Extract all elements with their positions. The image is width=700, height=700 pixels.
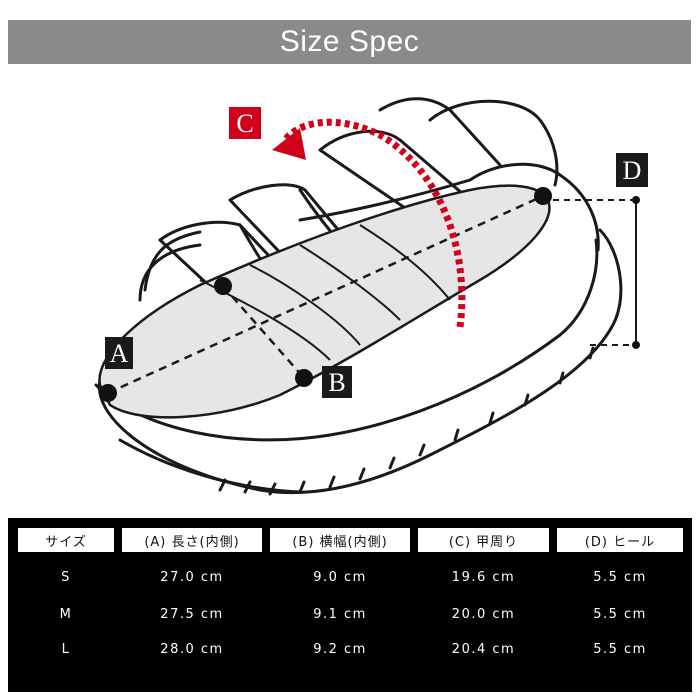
table-cell: S: [61, 570, 71, 585]
table-cell: 28.0 cm: [160, 642, 224, 657]
table-cell: 20.0 cm: [451, 607, 516, 622]
label-a: A: [110, 339, 129, 368]
label-b-box: B: [322, 366, 352, 398]
header-instep: (C) 甲周り: [418, 528, 549, 552]
table-cell: 5.5 cm: [593, 570, 647, 585]
label-c-box: C: [229, 107, 261, 139]
table-cell: 9.0 cm: [313, 570, 367, 585]
sandal-diagram: A B C D: [94, 97, 648, 496]
table-cell: 27.5 cm: [160, 607, 224, 622]
point-a-end: [534, 187, 552, 205]
header-width: (B) 横幅(内側): [270, 528, 410, 552]
page-title: Size Spec: [279, 25, 420, 58]
measure-b-line: [222, 285, 305, 379]
table-cell: 9.1 cm: [313, 607, 367, 622]
header-size: サイズ: [18, 528, 114, 552]
table-cell: 20.4 cm: [451, 642, 516, 657]
header-heel: (D) ヒール: [557, 528, 683, 552]
label-b: B: [328, 368, 345, 397]
header-length: (A) 長さ(内側): [122, 528, 262, 552]
label-c: C: [236, 109, 253, 138]
point-b-end: [295, 369, 313, 387]
table-cell: 19.6 cm: [451, 570, 516, 585]
table-cell: L: [61, 642, 71, 657]
point-b-start: [214, 277, 232, 295]
measure-c-arrowhead: [272, 128, 306, 160]
table-cell: 5.5 cm: [593, 642, 647, 657]
table-cell: M: [59, 607, 73, 622]
measure-c-arc: [282, 118, 466, 328]
label-d-box: D: [616, 153, 648, 187]
table-cell: 5.5 cm: [593, 607, 647, 622]
table-cell: 9.2 cm: [313, 642, 367, 657]
size-spec-table: サイズ (A) 長さ(内側) (B) 横幅(内側) (C) 甲周り (D) ヒー…: [8, 518, 692, 692]
point-a-start: [99, 384, 117, 402]
label-d: D: [623, 156, 642, 185]
measure-a-line: [107, 194, 544, 395]
table-cell: 27.0 cm: [160, 570, 224, 585]
title-bar: Size Spec: [8, 20, 691, 64]
label-a-box: A: [105, 337, 133, 369]
